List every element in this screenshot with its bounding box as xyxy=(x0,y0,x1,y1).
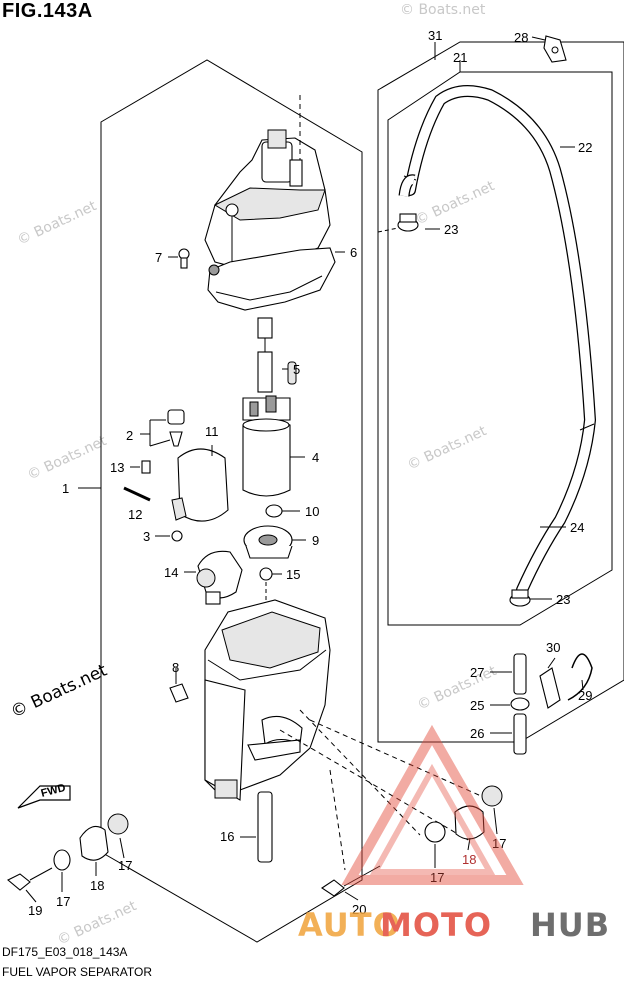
callout-23: 23 xyxy=(444,222,458,237)
callout-1: 1 xyxy=(62,481,69,496)
callout-3: 3 xyxy=(143,529,150,544)
watermark-text: © Boats.net xyxy=(413,178,498,229)
callout-17: 17 xyxy=(430,870,444,885)
callout-21: 21 xyxy=(453,50,467,65)
cover-assembly xyxy=(204,129,336,311)
callout-27: 27 xyxy=(470,665,484,680)
fuel-pump xyxy=(242,317,297,497)
screw-15 xyxy=(259,567,282,581)
pin-12 xyxy=(123,486,151,502)
callout-18: 18 xyxy=(462,852,476,867)
screw-13 xyxy=(130,460,151,474)
logo-word-auto: AUTO xyxy=(298,906,401,944)
callout-26: 26 xyxy=(470,726,484,741)
separator-body xyxy=(204,599,331,801)
fwd-arrow: FWD xyxy=(17,782,71,809)
callout-23: 23 xyxy=(556,592,570,607)
callout-28: 28 xyxy=(514,30,528,45)
hose-26 xyxy=(513,713,527,755)
figure-title: FIG.143A xyxy=(2,0,93,22)
callout-14: 14 xyxy=(164,565,178,580)
watermark-text: © Boats.net xyxy=(25,433,110,484)
callout-25: 25 xyxy=(470,698,484,713)
callout-31: 31 xyxy=(428,28,442,43)
watermark-text: © Boats.net xyxy=(15,198,100,249)
watermark-text: © Boats.net xyxy=(400,2,486,18)
callout-13: 13 xyxy=(110,460,124,475)
logo-word-hub: HUB xyxy=(530,906,610,944)
grommet-10 xyxy=(265,504,300,518)
callout-16: 16 xyxy=(220,829,234,844)
callout-2: 2 xyxy=(126,428,133,443)
callout-24: 24 xyxy=(570,520,584,535)
right-fastener-set xyxy=(321,785,503,897)
screw-8 xyxy=(169,676,189,703)
clip-25 xyxy=(510,697,530,711)
callout-7: 7 xyxy=(155,250,162,265)
watermark-text: © Boats.net xyxy=(415,663,500,714)
callout-30: 30 xyxy=(546,640,560,655)
automotohub-logo: AUTO MOTO HUB xyxy=(298,724,610,944)
bracket-9 xyxy=(243,525,306,559)
hose-clip-23-top xyxy=(397,213,419,232)
callout-12: 12 xyxy=(128,507,142,522)
part-2-fittings xyxy=(140,409,185,447)
screw-7 xyxy=(168,248,190,269)
callout-11: 11 xyxy=(205,424,219,439)
hose-clip-23-bottom xyxy=(509,589,531,607)
callout-22: 22 xyxy=(578,140,592,155)
part31-group-outline xyxy=(377,41,624,743)
logo-word-moto: MOTO xyxy=(380,906,492,944)
callout-17: 17 xyxy=(492,836,506,851)
callout-20: 20 xyxy=(352,902,366,917)
callout-9: 9 xyxy=(312,533,319,548)
pump-holder-11 xyxy=(171,445,229,522)
regulator-14 xyxy=(184,550,243,605)
band-29 xyxy=(567,653,593,701)
callout-labels: 1 2 3 4 5 6 7 8 9 10 11 12 13 14 15 16 1… xyxy=(28,28,592,918)
watermark-dark-text: © Boats.net xyxy=(8,660,111,722)
hose-16 xyxy=(240,791,273,863)
callout-15: 15 xyxy=(286,567,300,582)
figure-caption: FUEL VAPOR SEPARATOR xyxy=(2,965,153,979)
figure-model-code: DF175_E03_018_143A xyxy=(2,945,128,959)
callout-4: 4 xyxy=(312,450,319,465)
callout-10: 10 xyxy=(305,504,319,519)
callout-19: 19 xyxy=(28,903,42,918)
hose-27 xyxy=(513,653,527,695)
callout-17: 17 xyxy=(56,894,70,909)
callout-5: 5 xyxy=(293,362,300,377)
clamp-28 xyxy=(543,35,567,63)
callout-6: 6 xyxy=(350,245,357,260)
callout-leaders xyxy=(25,36,584,903)
screw-3 xyxy=(155,530,183,542)
watermark-text: © Boats.net xyxy=(405,423,490,474)
callout-17: 17 xyxy=(118,858,132,873)
callout-8: 8 xyxy=(172,660,179,675)
callout-29: 29 xyxy=(578,688,592,703)
vapor-hose-22-24 xyxy=(398,85,597,596)
callout-18: 18 xyxy=(90,878,104,893)
left-fastener-set xyxy=(7,813,129,891)
clip-30 xyxy=(539,667,561,709)
